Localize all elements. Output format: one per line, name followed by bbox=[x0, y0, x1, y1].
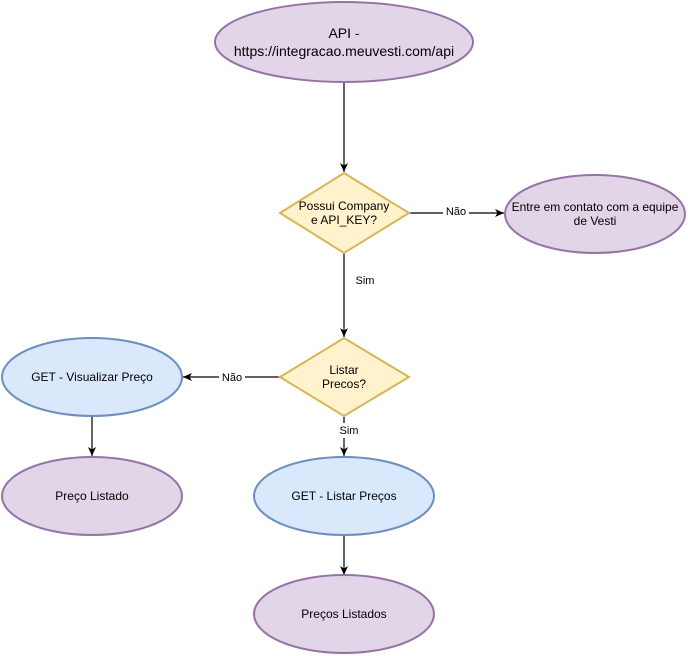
edge-label-listar-sim: Sim bbox=[340, 425, 359, 437]
node-get-visualizar-preco[interactable]: GET - Visualizar Preço bbox=[1, 337, 183, 417]
node-contato-line2: de Vesti bbox=[574, 214, 617, 228]
node-api-line1: API - bbox=[328, 25, 359, 41]
edge-labels: Não Sim Não Sim bbox=[219, 204, 469, 438]
edge-label-listar-nao: Não bbox=[222, 372, 242, 384]
node-preco-listado[interactable]: Preço Listado bbox=[1, 456, 183, 536]
node-contato-line1: Entre em contato com a equipe bbox=[512, 200, 679, 214]
node-api[interactable]: API - https://integracao.meuvesti.com/ap… bbox=[214, 1, 474, 83]
decision-possui-company[interactable]: Possui Company e API_KEY? bbox=[278, 171, 411, 255]
node-get-listar-precos[interactable]: GET - Listar Preços bbox=[253, 456, 435, 536]
node-contato-equipe[interactable]: Entre em contato com a equipe de Vesti bbox=[504, 174, 686, 254]
node-preco-listado-label: Preço Listado bbox=[55, 489, 129, 503]
node-precos-listados[interactable]: Preços Listados bbox=[253, 574, 435, 654]
decision-listar-precos[interactable]: Listar Precos? bbox=[278, 336, 411, 418]
node-get-listar-label: GET - Listar Preços bbox=[291, 489, 396, 503]
edge-label-company-nao: Não bbox=[446, 206, 466, 218]
edge-label-company-sim: Sim bbox=[356, 275, 375, 287]
decision-possui-company-line2: e API_KEY? bbox=[311, 213, 377, 227]
node-get-visualizar-label: GET - Visualizar Preço bbox=[31, 370, 153, 384]
node-precos-listados-label: Preços Listados bbox=[301, 607, 386, 621]
node-api-line2: https://integracao.meuvesti.com/api bbox=[234, 43, 454, 59]
decision-possui-company-line1: Possui Company bbox=[299, 199, 390, 213]
decision-listar-line2: Precos? bbox=[322, 377, 366, 391]
decision-listar-line1: Listar bbox=[329, 363, 358, 377]
